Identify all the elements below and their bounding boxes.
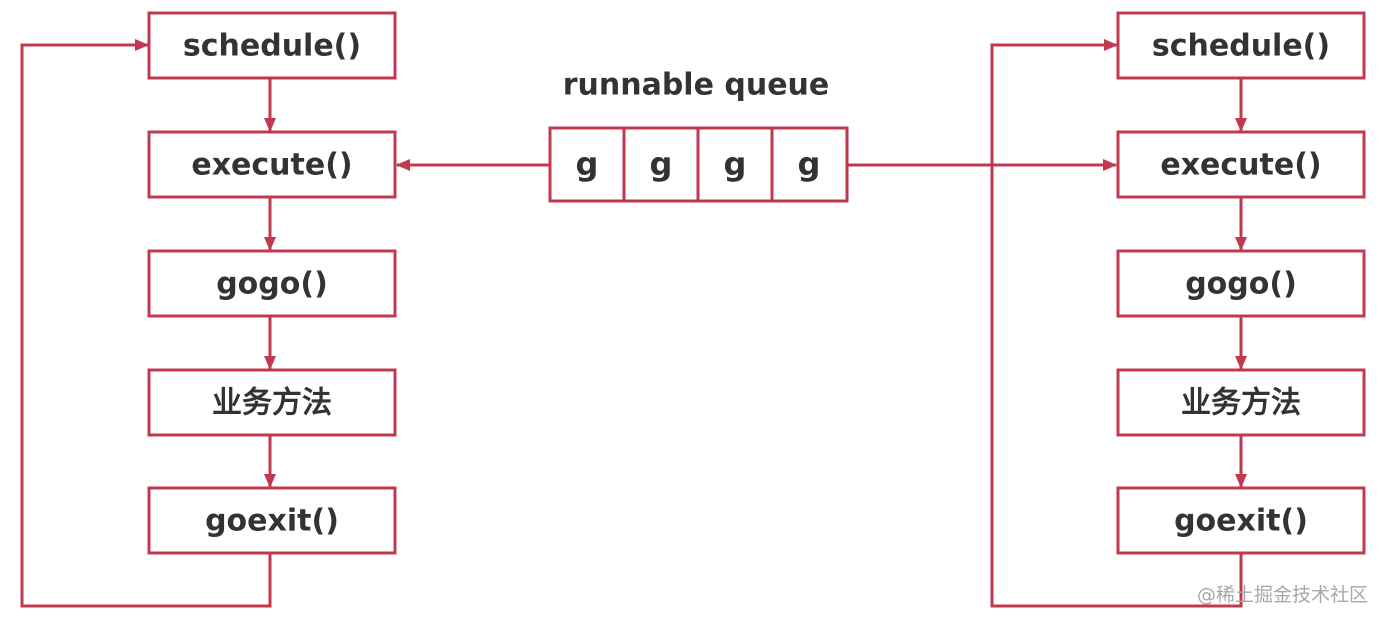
right-label-goexit: goexit()	[1174, 504, 1308, 539]
queue-title: runnable queue	[563, 68, 830, 103]
queue-cell: g	[770, 126, 849, 203]
right-box-schedule: schedule()	[1116, 11, 1366, 80]
left-label-execute: execute()	[191, 148, 352, 183]
right-flow: schedule() execute() gogo() 业务方法 goexit(…	[990, 11, 1366, 608]
queue-cell: g	[548, 126, 626, 203]
queue-cell-label: g	[724, 145, 747, 183]
right-box-gogo: gogo()	[1116, 249, 1366, 318]
right-label-gogo: gogo()	[1185, 267, 1297, 302]
left-box-execute: execute()	[147, 130, 397, 199]
left-box-business-method: 业务方法	[147, 368, 397, 437]
right-box-goexit: goexit()	[1116, 486, 1366, 555]
left-label-business-method: 业务方法	[212, 386, 332, 421]
queue-cell: g	[622, 126, 700, 203]
watermark: @稀土掘金技术社区	[1196, 584, 1368, 606]
left-flow: schedule() execute() gogo() 业务方法 goexit(…	[20, 11, 397, 608]
left-label-schedule: schedule()	[183, 29, 361, 64]
right-label-execute: execute()	[1160, 148, 1321, 183]
left-box-goexit: goexit()	[147, 486, 397, 555]
queue-cell-label: g	[650, 145, 673, 183]
right-loop-arrow	[990, 39, 1243, 608]
right-label-schedule: schedule()	[1152, 29, 1330, 64]
right-box-business-method: 业务方法	[1116, 368, 1366, 437]
left-box-schedule: schedule()	[147, 11, 397, 80]
right-label-business-method: 业务方法	[1181, 386, 1301, 421]
right-box-execute: execute()	[1116, 130, 1366, 199]
queue-cell: g	[696, 126, 774, 203]
left-label-goexit: goexit()	[205, 504, 339, 539]
queue-cell-label: g	[576, 145, 599, 183]
runnable-queue: runnable queue g g g g	[548, 68, 849, 203]
queue-cell-label: g	[798, 145, 821, 183]
left-label-gogo: gogo()	[216, 267, 328, 302]
left-box-gogo: gogo()	[147, 249, 397, 318]
left-loop-arrow	[20, 39, 272, 608]
